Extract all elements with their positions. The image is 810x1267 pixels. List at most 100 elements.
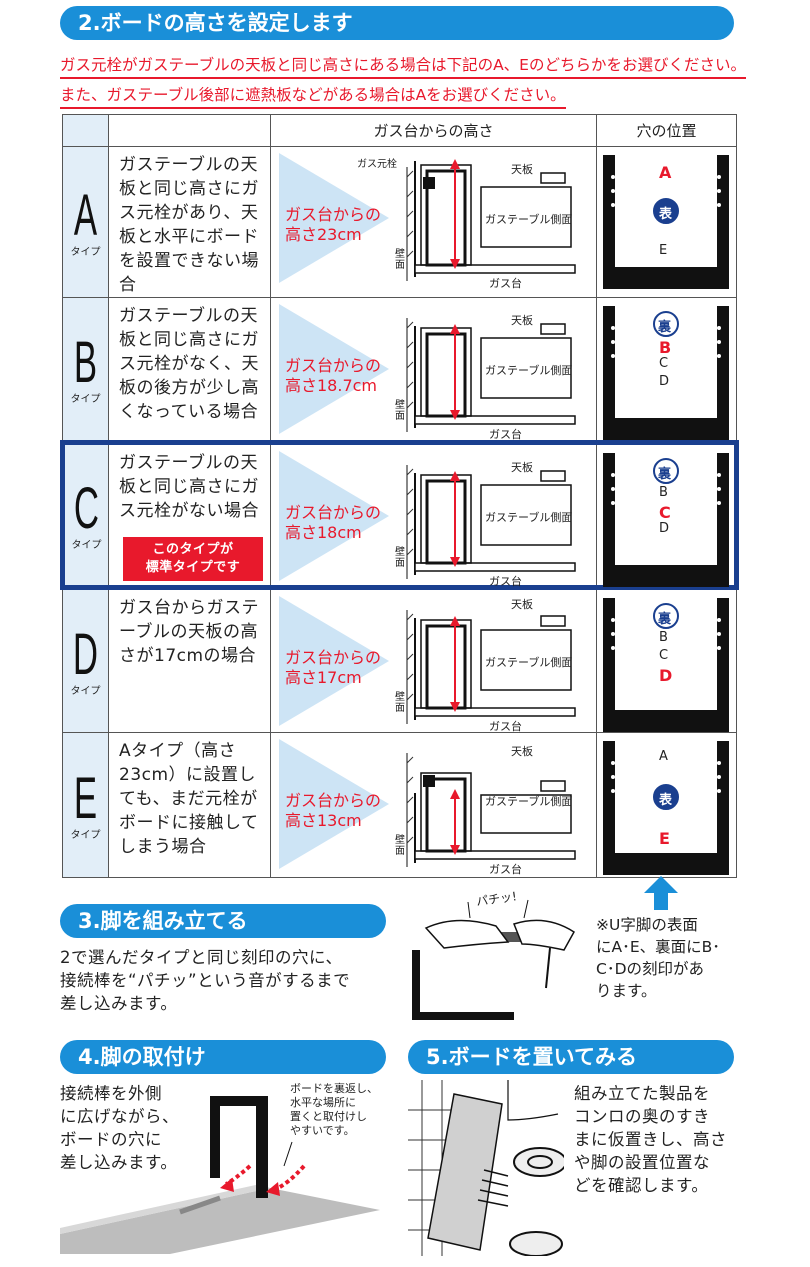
note-line-2: また、ガステーブル後部に遮熱板などがある場合はAをお選びください。 <box>60 84 566 109</box>
section-5-text: 組み立てた製品を コンロの奥のすき まに仮置きし、高さ や脚の設置位置な どを確… <box>574 1084 727 1195</box>
u-leg-diagram <box>603 306 729 440</box>
leg-assembly-illustration <box>412 899 575 1020</box>
base-label: ガス台 <box>489 428 522 441</box>
base-label: ガス台 <box>489 863 522 876</box>
type-suffix: タイプ <box>70 246 101 258</box>
hole-mark-d: D <box>659 521 670 536</box>
standard-type-badge: このタイプが 標準タイプです <box>123 537 263 581</box>
face-badge: 裏 <box>658 612 672 627</box>
hole-mark-e: E <box>659 829 670 848</box>
height-label: ガス台からの 高さ18.7cm <box>285 356 382 395</box>
u-leg-diagram <box>603 155 729 289</box>
hole-mark-d: D <box>659 666 673 685</box>
type-letter: C <box>73 475 100 541</box>
type-description: ガス台からガステーブルの天板の高さが17cmの場合 <box>119 598 259 666</box>
base-label: ガス台 <box>489 277 522 290</box>
type-letter-cell: A タイプ <box>62 146 109 298</box>
table-header-hole: 穴の位置 <box>596 114 737 147</box>
type-table: ガス台からの高さ 穴の位置 A タイプ ガステーブルの天板と同じ高さにガス元栓が… <box>60 114 739 878</box>
type-description-cell: Aタイプ（高さ23cm）に設置しても、まだ元栓がボードに接触してしまう場合 <box>108 732 271 878</box>
hole-mark-b: B <box>659 338 672 357</box>
side-label: ガステーブル側面 <box>485 213 573 226</box>
section-2-title: 2.ボードの高さを設定します <box>60 6 734 40</box>
hole-mark-c: C <box>659 503 671 522</box>
section-4-tip: ボードを裏返し、 水平な場所に 置くと取付けし やすいです。 <box>290 1082 378 1137</box>
side-label: ガステーブル側面 <box>485 656 573 669</box>
side-label: ガステーブル側面 <box>485 511 573 524</box>
type-suffix: タイプ <box>70 393 101 405</box>
type-row-c: C タイプ ガステーブルの天板と同じ高さにガス元栓がない場合このタイプが 標準タ… <box>60 440 739 590</box>
type-letter-cell: C タイプ <box>60 440 109 590</box>
type-letter: B <box>73 329 98 395</box>
top-plate-label: 天板 <box>511 163 533 176</box>
leg-attach-illustration <box>60 1096 380 1254</box>
base-label: ガス台 <box>489 575 522 588</box>
height-diagram-cell: ガス台からの 高さ18cm 天板 ガステーブル側面 ガス台 壁 面 <box>270 440 597 590</box>
top-plate-label: 天板 <box>511 461 533 474</box>
height-diagram <box>279 596 576 726</box>
face-badge: 表 <box>659 793 673 808</box>
side-label: ガステーブル側面 <box>485 795 573 808</box>
section-3-text: 2で選んだタイプと同じ刻印の穴に、 接続棒を“パチッ”という音がするまで 差し込… <box>60 948 351 1013</box>
wall-label: 壁 面 <box>395 400 405 422</box>
section-4-title: 4.脚の取付け <box>60 1040 386 1074</box>
table-header-blank <box>108 114 271 147</box>
type-letter: E <box>73 765 98 831</box>
type-row-a: A タイプ ガステーブルの天板と同じ高さにガス元栓があり、天板と水平にボードを設… <box>62 146 737 298</box>
hole-mark-c: C <box>659 648 669 663</box>
type-description-cell: ガステーブルの天板と同じ高さにガス元栓があり、天板と水平にボードを設置できない場… <box>108 146 271 298</box>
type-letter-cell: D タイプ <box>62 587 109 733</box>
height-label: ガス台からの 高さ13cm <box>285 791 382 830</box>
height-diagram-cell: ガス台からの 高さ23cm ガス元栓 天板 ガステーブル側面 ガス台 壁 面 <box>270 146 597 298</box>
hole-mark-c: C <box>659 356 669 371</box>
top-plate-label: 天板 <box>511 598 533 611</box>
type-suffix: タイプ <box>70 829 101 841</box>
height-diagram <box>279 153 576 283</box>
hole-mark-b: B <box>659 630 668 645</box>
type-letter-cell: B タイプ <box>62 297 109 443</box>
type-description: Aタイプ（高さ23cm）に設置しても、まだ元栓がボードに接触してしまう場合 <box>119 741 259 857</box>
u-leg-diagram <box>603 741 729 875</box>
height-diagram <box>279 739 576 869</box>
height-diagram-cell: ガス台からの 高さ17cm 天板 ガステーブル側面 ガス台 壁 面 <box>270 587 597 733</box>
type-description: ガステーブルの天板と同じ高さにガス元栓がなく、天板の後方が少し高くなっている場合 <box>119 306 259 422</box>
u-leg-diagram <box>603 598 729 732</box>
wall-label: 壁 面 <box>395 249 405 271</box>
table-corner <box>62 114 109 147</box>
face-badge: 裏 <box>658 320 672 335</box>
type-row-e: E タイプ Aタイプ（高さ23cm）に設置しても、まだ元栓がボードに接触してしま… <box>62 732 737 878</box>
side-label: ガステーブル側面 <box>485 364 573 377</box>
height-diagram-cell: ガス台からの 高さ18.7cm 天板 ガステーブル側面 ガス台 壁 面 <box>270 297 597 443</box>
type-row-d: D タイプ ガス台からガステーブルの天板の高さが17cmの場合 <box>62 587 737 733</box>
height-diagram-cell: ガス台からの 高さ13cm 天板 ガステーブル側面 ガス台 壁 面 <box>270 732 597 878</box>
section-5-title: 5.ボードを置いてみる <box>408 1040 734 1074</box>
wall-label: 壁 面 <box>395 835 405 857</box>
up-arrow-icon <box>644 876 678 910</box>
base-label: ガス台 <box>489 720 522 733</box>
type-description-cell: ガステーブルの天板と同じ高さにガス元栓がなく、天板の後方が少し高くなっている場合 <box>108 297 271 443</box>
type-letter: A <box>73 182 98 248</box>
type-description-cell: ガス台からガステーブルの天板の高さが17cmの場合 <box>108 587 271 733</box>
section-3-note: ※U字脚の表面 にA･E、裏面にB･ C･Dの刻印があ ります。 <box>596 916 721 1000</box>
face-badge: 表 <box>659 207 673 222</box>
top-plate-label: 天板 <box>511 745 533 758</box>
hole-mark-a: A <box>659 163 672 182</box>
table-header-height: ガス台からの高さ <box>270 114 597 147</box>
height-label: ガス台からの 高さ17cm <box>285 648 382 687</box>
wall-label: 壁 面 <box>395 547 405 569</box>
hole-mark-a: A <box>659 749 668 764</box>
hole-mark-d: D <box>659 374 670 389</box>
type-row-b: B タイプ ガステーブルの天板と同じ高さにガス元栓がなく、天板の後方が少し高くな… <box>62 297 737 443</box>
note-line-1: ガス元栓がガステーブルの天板と同じ高さにある場合は下記のA、Eのどちらかをお選び… <box>60 54 746 79</box>
height-diagram <box>279 451 576 581</box>
type-description-cell: ガステーブルの天板と同じ高さにガス元栓がない場合このタイプが 標準タイプです <box>108 440 271 590</box>
hole-mark-b: B <box>659 485 668 500</box>
